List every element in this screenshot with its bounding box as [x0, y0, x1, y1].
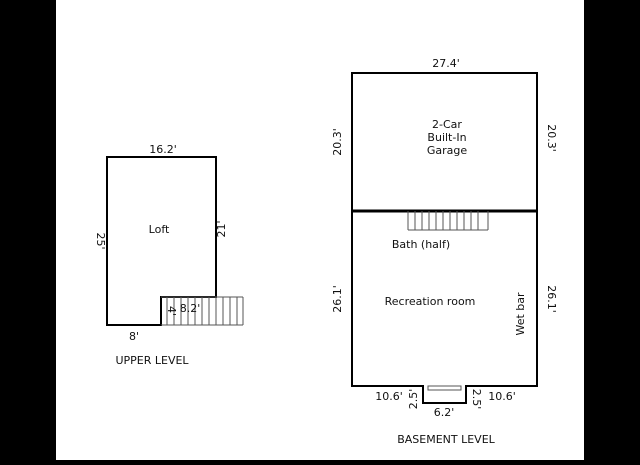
dim-bump-width: 6.2' [434, 406, 455, 419]
dim-loft-right: 21' [215, 220, 228, 237]
dim-loft-stair: 8.2' [180, 302, 201, 315]
dim-bottom-right: 10.6' [488, 390, 516, 403]
upper-stairs [161, 296, 244, 326]
dim-garage-left: 20.3' [331, 128, 344, 156]
basement-stairs [407, 211, 489, 231]
room-label-wet-bar: Wet bar [514, 292, 527, 336]
dim-loft-left: 25' [94, 232, 107, 249]
bump-window [427, 385, 462, 391]
dim-bottom-left: 10.6' [375, 390, 403, 403]
room-label-bath: Bath (half) [392, 238, 450, 251]
plan-sheet [56, 0, 584, 460]
dim-basement-top: 27.4' [432, 57, 460, 70]
room-label-loft: Loft [149, 223, 170, 236]
dim-garage-right: 20.3' [545, 124, 558, 152]
upper-level: Loft 16.2' 25' 21' 8' 4' 8.2' UPPER LEVE… [94, 143, 244, 367]
dim-rec-left: 26.1' [331, 285, 344, 313]
room-label-garage-2: Built-In [427, 131, 466, 144]
caption-basement-level: BASEMENT LEVEL [397, 433, 495, 446]
room-label-garage-1: 2-Car [432, 118, 462, 131]
basement-outline [351, 72, 538, 404]
caption-upper-level: UPPER LEVEL [115, 354, 189, 367]
basement-level: 2-Car Built-In Garage Bath (half) Recrea… [331, 57, 558, 446]
dim-loft-top: 16.2' [149, 143, 177, 156]
dim-bump-right: 2.5' [470, 389, 483, 410]
room-label-garage-3: Garage [427, 144, 468, 157]
room-label-recreation: Recreation room [385, 295, 476, 308]
dim-rec-right: 26.1' [545, 285, 558, 313]
dim-bump-left: 2.5' [407, 389, 420, 410]
dim-loft-notch: 4' [165, 306, 178, 316]
dim-loft-bottom: 8' [129, 330, 139, 343]
